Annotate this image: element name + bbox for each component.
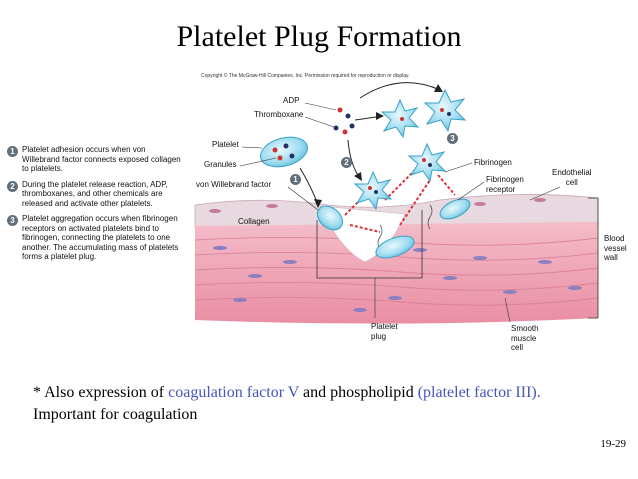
smooth-muscle-leader xyxy=(504,297,511,323)
fibrinogen-chains xyxy=(377,204,433,250)
endothelium-layer xyxy=(194,194,599,229)
released-chemicals xyxy=(333,107,355,135)
step-marker-1: 1 xyxy=(290,174,301,185)
adhered-platelet xyxy=(375,235,415,259)
caption-part2: and phospholipid xyxy=(299,384,418,401)
platelet-plug-line1: Platelet xyxy=(371,322,398,331)
step-item: 2 During the platelet release reaction, … xyxy=(7,180,185,209)
blood-vessel-line1: Blood xyxy=(604,234,625,243)
step-text: Platelet adhesion occurs when von Willeb… xyxy=(22,145,181,173)
platelet-label: Platelet xyxy=(212,140,239,149)
footnote-caption: * Also expression of coagulation factor … xyxy=(33,382,593,426)
activated-platelet xyxy=(423,88,467,133)
endothelial-nuclei xyxy=(209,198,546,213)
fibrinogen-receptor-line1: Fibrinogen xyxy=(486,175,524,184)
muscle-nuclei xyxy=(213,246,582,312)
blood-vessel-line2: vessel xyxy=(604,243,627,253)
leader-lines xyxy=(239,102,561,211)
activated-platelet xyxy=(380,98,420,139)
step-list: 1 Platelet adhesion occurs when von Will… xyxy=(7,145,185,268)
blood-vessel-line3: wall xyxy=(604,253,618,262)
thromboxane-label: Thromboxane xyxy=(254,110,304,119)
arrow-heads xyxy=(314,84,443,208)
platelet-plug-label: Platelet plug xyxy=(371,322,398,341)
step-text: During the platelet release reaction, AD… xyxy=(22,179,168,208)
step-number: 2 xyxy=(7,180,18,192)
vessel-wall xyxy=(194,194,599,324)
slide-title: Platelet Plug Formation xyxy=(176,20,462,53)
step-marker-3: 3 xyxy=(447,133,458,144)
step-marker-2: 2 xyxy=(341,157,352,168)
caption-highlight2: (platelet factor III). xyxy=(417,384,541,401)
endothelial-line2: cell xyxy=(565,177,578,187)
platelet-plug-line2: plug xyxy=(371,331,387,341)
step-text: Platelet aggregation occurs when fibrino… xyxy=(22,214,179,261)
collagen-label: Collagen xyxy=(238,217,270,226)
smooth-muscle-layer xyxy=(195,222,598,324)
activated-platelet xyxy=(353,170,393,211)
fibrinogen-receptor-label: Fibrinogen receptor xyxy=(486,175,524,194)
platelet-plug-bracket xyxy=(316,210,423,279)
activated-platelet xyxy=(407,142,447,183)
page-number: 19-29 xyxy=(600,438,626,450)
smooth-muscle-line2: muscle xyxy=(511,333,537,343)
step-number: 1 xyxy=(7,146,18,157)
smooth-muscle-cell-label: Smooth muscle cell xyxy=(511,324,539,353)
endothelial-cell-label: Endothelial cell xyxy=(552,168,592,187)
caption-part1: * Also expression of xyxy=(33,384,169,401)
endothelial-line1: Endothelial xyxy=(552,168,592,177)
granules-label: Granules xyxy=(204,160,237,169)
step-item: 3 Platelet aggregation occurs when fibri… xyxy=(7,214,185,262)
fibrinogen-receptor-line2: receptor xyxy=(486,184,516,194)
muscle-fibers xyxy=(194,236,599,306)
adp-label: ADP xyxy=(283,96,300,105)
step-item: 1 Platelet adhesion occurs when von Will… xyxy=(7,145,185,174)
caption-highlight1: coagulation factor V xyxy=(168,384,300,401)
caption-part3: Important for coagulation xyxy=(33,406,198,423)
fibrinogen-label: Fibrinogen xyxy=(474,158,512,167)
copyright-notice: Copyright © The McGraw-Hill Companies, I… xyxy=(201,73,410,79)
vwf-label: von Willebrand factor xyxy=(196,180,272,189)
smooth-muscle-line1: Smooth xyxy=(511,324,539,333)
smooth-muscle-line3: cell xyxy=(511,343,524,352)
blood-vessel-bracket xyxy=(588,197,599,319)
resting-platelet xyxy=(260,136,308,168)
step-number: 3 xyxy=(7,215,18,226)
blood-vessel-wall-label: Blood vessel wall xyxy=(604,234,627,263)
adhered-platelet xyxy=(316,205,344,231)
adhered-platelet xyxy=(439,198,471,220)
